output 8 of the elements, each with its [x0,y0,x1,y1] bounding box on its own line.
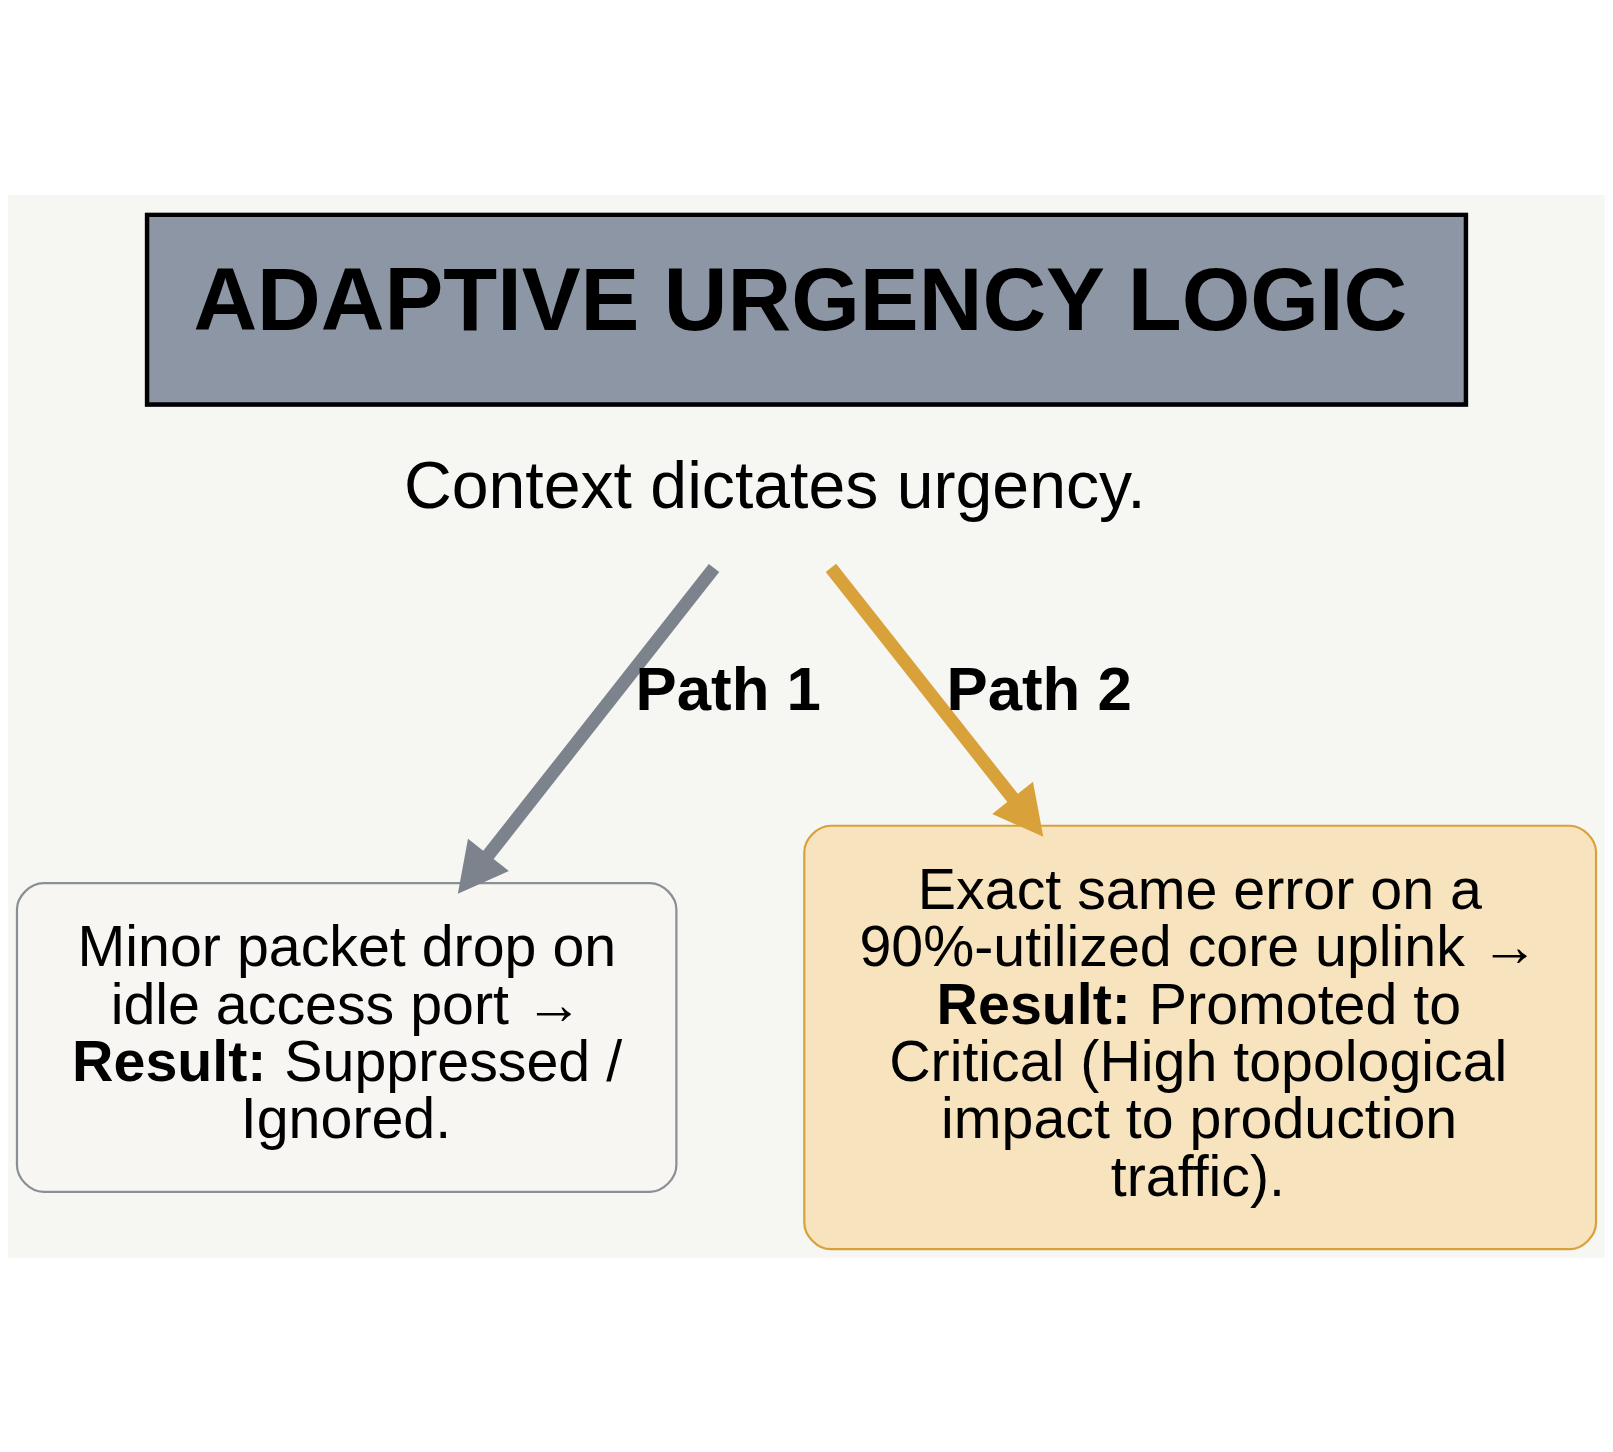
node-box: Exact same error on a 90%-utilized core uplink → Result: Promoted to Critical (High topological impact to production traffic). [803,824,1598,1250]
arrow [825,563,1044,837]
arrow [457,563,720,894]
node-box: Minor packet drop on idle access port → Result: Suppressed / Ignored. [15,881,678,1193]
node-text: Context dictates urgency. [404,447,1146,522]
edge-label: Path 2 [946,653,1132,723]
diagram-title: ADAPTIVE URGENCY LOGIC [193,249,1408,349]
edge-label: Path 1 [635,653,821,723]
